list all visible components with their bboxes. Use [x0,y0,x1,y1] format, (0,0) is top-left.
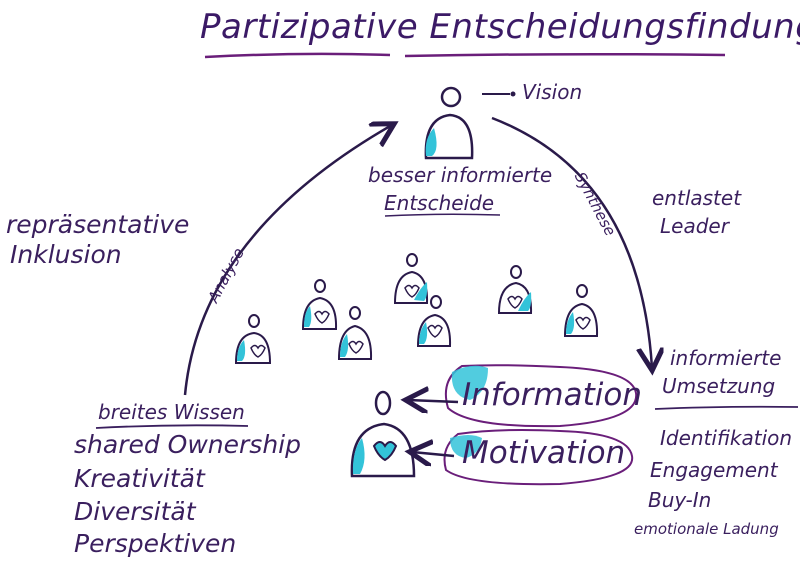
team-figures [234,253,599,364]
right-list-item: Buy-In [648,488,712,512]
motivation-bubble [443,429,634,486]
left-heading-underline [95,424,249,429]
motivation-bubble-label: Motivation [462,435,626,471]
top-caption-underline [384,213,501,217]
left-list-item: Kreativität [74,464,205,493]
information-bubble-label: Information [462,377,642,413]
left-caption-line-2: Inklusion [10,240,122,269]
left-list-item: shared Ownership [74,430,301,459]
left-caption-line-1: repräsentative [6,210,190,239]
left-list-heading: breites Wissen [98,400,245,424]
bottom-person [350,390,416,478]
analyse-arrow [183,125,392,396]
information-bubble [444,364,638,428]
right-list-heading-line-1: informierte [670,346,782,370]
top-caption-line-1: besser informierte [368,163,553,187]
right-heading-underline [654,405,799,410]
top-caption-line-2: Entscheide [384,191,495,215]
right-caption-line-2: Leader [660,214,729,238]
leader-figure [424,86,474,160]
title-underline-2 [404,52,726,58]
left-list-item: Diversität [74,497,196,526]
vision-label: Vision [522,80,583,104]
right-list-item: Identifikation [660,426,793,450]
synthese-arrow [491,116,652,368]
title-underline [204,52,391,59]
vision-dot [510,91,516,97]
left-list-item: Perspektiven [74,529,237,558]
information-arrow [408,400,459,402]
motivation-arrow [412,452,455,456]
right-list-item: emotionale Ladung [634,520,779,538]
right-list-heading-line-2: Umsetzung [662,374,776,398]
right-list-item: Engagement [650,458,778,482]
right-caption-line-1: entlastet [652,186,742,210]
page-title: Partizipative Entscheidungsfindung [200,7,800,47]
